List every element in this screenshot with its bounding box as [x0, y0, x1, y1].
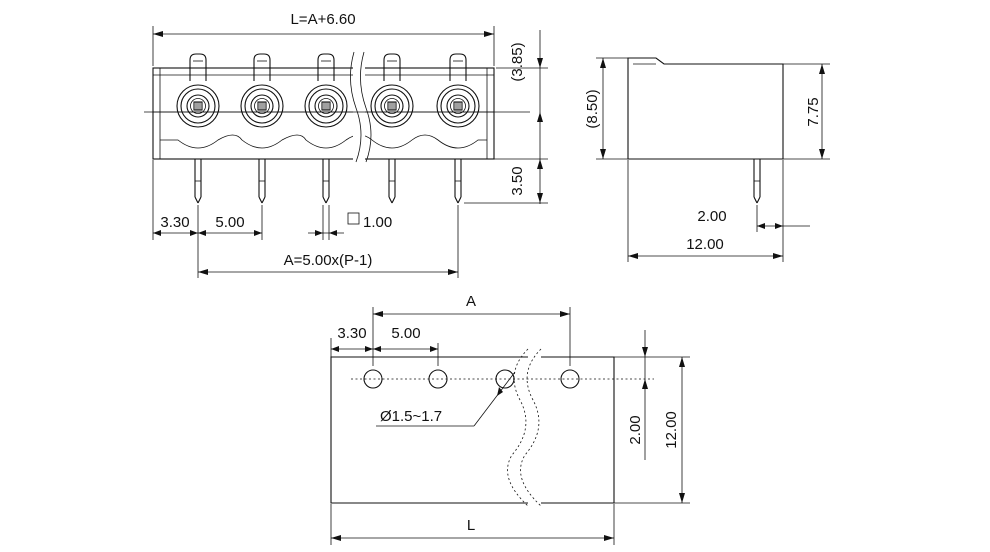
square-pin-icon: [347, 212, 360, 225]
screw-terminal-4: [370, 53, 414, 128]
dim-pitch: 5.00: [215, 214, 244, 231]
screw-terminal-3: [304, 53, 348, 128]
pcb-hole-1: [363, 369, 383, 389]
pin-3: [322, 158, 330, 204]
screw-terminal-1: [176, 53, 220, 128]
dim-edge-offset: 3.30: [160, 214, 189, 231]
pin-5: [454, 158, 462, 204]
dim-hole-row-offset: 2.00: [627, 415, 644, 444]
dim-footprint-pitch: 5.00: [391, 325, 420, 342]
dim-footprint-length: L: [467, 517, 475, 534]
dim-overall-height: (8.50): [584, 89, 601, 128]
dim-footprint-edge-offset: 3.30: [337, 325, 366, 342]
dim-depth: 12.00: [686, 236, 724, 253]
break-line-right: [360, 51, 372, 163]
screw-terminal-2: [240, 53, 284, 128]
side-view: (8.50) 7.75 2.00 12.00: [584, 57, 830, 262]
dim-pin-square: 1.00: [363, 214, 392, 231]
dim-body-height: 7.75: [805, 97, 822, 126]
pcb-hole-3: [495, 369, 515, 389]
dim-footprint-depth: 12.00: [663, 411, 680, 449]
dim-total-length: L=A+6.60: [290, 11, 355, 28]
dim-hole-diameter: Ø1.5~1.7: [380, 408, 442, 425]
dim-footprint-span: A: [466, 293, 476, 310]
dim-pin-length: 3.50: [509, 166, 526, 195]
footprint-outline-right: [541, 356, 615, 504]
footprint-outline-left: [330, 356, 528, 504]
pin-2: [258, 158, 266, 204]
side-body-outline: [627, 57, 784, 160]
pcb-hole-4: [560, 369, 580, 389]
body-scallop-edge: [160, 134, 487, 149]
pin-1: [194, 158, 202, 204]
pin-4: [388, 158, 396, 204]
dim-height-ref-top: (3.85): [509, 42, 526, 81]
break-line-left: [350, 51, 362, 163]
footprint-break-right: [520, 348, 542, 507]
front-view: L=A+6.60 (3.85) 3.50 3.30 5.00 1.00: [144, 11, 548, 278]
pcb-hole-2: [428, 369, 448, 389]
screw-terminal-5: [436, 53, 480, 128]
dim-pin-offset: 2.00: [697, 208, 726, 225]
footprint-view: A 3.30 5.00 Ø1.5~1.7 2.00 12.00: [330, 293, 690, 545]
side-pin: [753, 158, 761, 204]
dim-span: A=5.00x(P-1): [284, 252, 373, 269]
